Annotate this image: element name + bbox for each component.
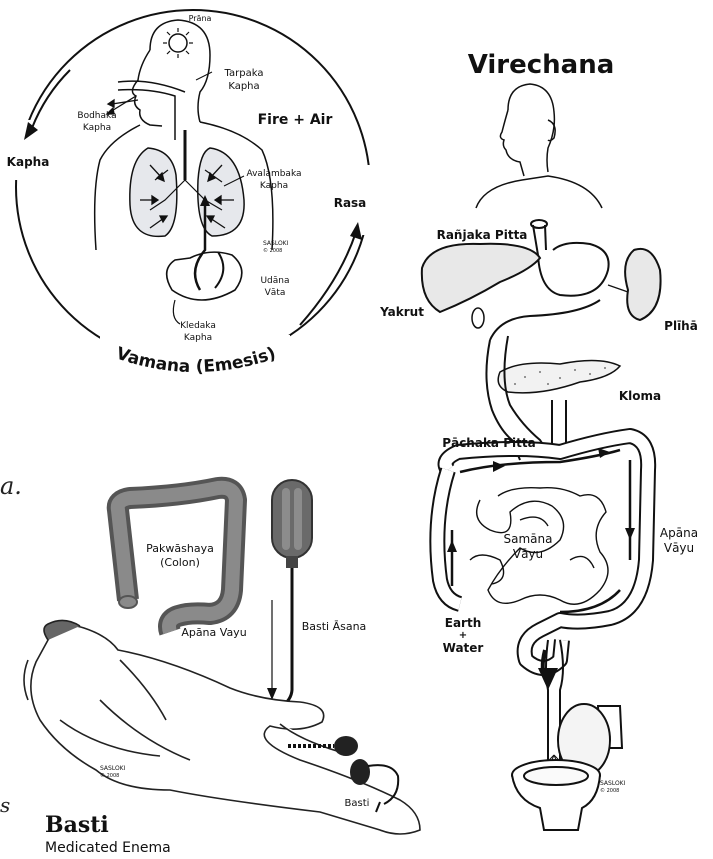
artist-signature-3: SASLOKI [100, 765, 126, 772]
basti-subtitle: Medicated Enema [45, 840, 171, 856]
label-vayu-samana: Vāyu [513, 547, 543, 561]
label-plus: + [459, 630, 467, 641]
syringe-icon [288, 736, 358, 756]
lungs [130, 130, 244, 236]
label-kledaka: Kledaka [180, 321, 216, 331]
label-avalambaka-kapha: Kapha [260, 181, 288, 191]
label-kloma: Kloma [619, 389, 661, 403]
svg-text:© 2008: © 2008 [100, 772, 119, 779]
label-tarpaka: Tarpaka [224, 68, 264, 79]
label-prana: Prāna [189, 14, 212, 23]
head-figure [476, 84, 602, 208]
label-pliha: Plīhā [664, 319, 698, 333]
label-samana: Samāna [504, 532, 553, 546]
label-vayu-apana: Vāyu [664, 541, 694, 555]
spleen [608, 249, 661, 320]
label-rasa: Rasa [334, 196, 367, 210]
label-apana-vayu: Apāna Vayu [181, 626, 246, 639]
label-bodhaka-kapha: Kapha [83, 123, 111, 133]
svg-text:© 2008: © 2008 [263, 247, 282, 254]
label-kledaka-kapha: Kapha [184, 333, 212, 343]
label-basti-device: Basti [345, 798, 370, 809]
vamana-panel: SASLOKI © 2008 Prāna Tarpaka Kapha Bodha… [7, 10, 380, 377]
artist-signature: SASLOKI [263, 240, 289, 247]
svg-text:© 2008: © 2008 [600, 787, 619, 794]
margin-fragment-a: a. [0, 472, 22, 500]
label-tarpaka-kapha: Kapha [228, 81, 259, 92]
toilet-icon [512, 704, 622, 830]
label-vata: Vāta [265, 288, 286, 298]
rasa-arrow-icon [300, 222, 362, 325]
label-water: Water [443, 641, 484, 655]
label-bodhaka: Bodhaka [77, 111, 116, 121]
label-earth: Earth [445, 616, 482, 630]
artist-signature-2: SASLOKI [600, 780, 626, 787]
kapha-arrow-icon [24, 70, 70, 140]
margin-fragment-s: s [0, 793, 10, 817]
virechana-title: Virechana [468, 50, 615, 80]
pancreas [498, 360, 620, 392]
label-pakwashaya: Pakwāshaya [146, 542, 214, 555]
label-ranjaka-pitta: Rañjaka Pitta [437, 228, 528, 242]
label-colon: (Colon) [160, 556, 200, 569]
basti-panel: SASLOKI © 2008 Pakwāshaya (Colon) Apāna … [24, 480, 420, 856]
label-fire-air: Fire + Air [258, 112, 333, 128]
label-udana: Udāna [260, 276, 289, 286]
label-apana: Apāna [660, 526, 698, 540]
basti-title: Basti [45, 812, 109, 838]
liver [422, 244, 540, 328]
label-pachaka-pitta: Pāchaka Pitta [442, 436, 535, 450]
enema-bag-icon [272, 480, 312, 568]
sun-icon [163, 28, 193, 58]
label-basti-asana: Basti Āsana [302, 620, 367, 633]
label-kapha: Kapha [7, 155, 50, 169]
label-yakrut: Yakrut [379, 305, 424, 319]
virechana-panel: Virechana [379, 50, 698, 830]
label-avalambaka: Avalambaka [246, 169, 301, 179]
